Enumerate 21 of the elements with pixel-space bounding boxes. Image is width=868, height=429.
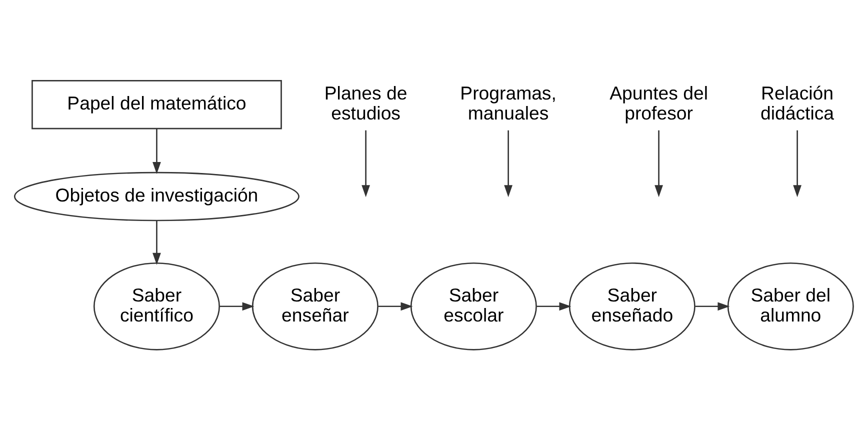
- arrow: [378, 302, 413, 311]
- arrow: [220, 302, 254, 311]
- node-ellipse: Saber del alumno: [727, 262, 854, 350]
- node-text: Apuntes del profesor: [610, 82, 708, 124]
- arrow: [362, 130, 370, 198]
- node-text: Programas, manuales: [460, 82, 556, 124]
- arrow: [793, 130, 802, 198]
- node-ellipse: Saber científico: [93, 262, 220, 350]
- arrow: [695, 302, 730, 311]
- node-text: Planes de estudios: [324, 82, 408, 124]
- arrow: [654, 130, 663, 198]
- node-ellipse: Objetos de investigación: [14, 172, 300, 222]
- node-ellipse: Saber enseñado: [568, 262, 696, 350]
- arrow: [504, 130, 512, 198]
- arrow: [152, 128, 161, 174]
- arrow: [536, 302, 572, 311]
- arrow: [152, 220, 161, 265]
- node-ellipse: Saber escolar: [410, 262, 537, 350]
- node-text: Relación didáctica: [760, 82, 834, 124]
- node-box: Papel del matemático: [32, 80, 282, 130]
- node-ellipse: Saber enseñar: [252, 262, 378, 350]
